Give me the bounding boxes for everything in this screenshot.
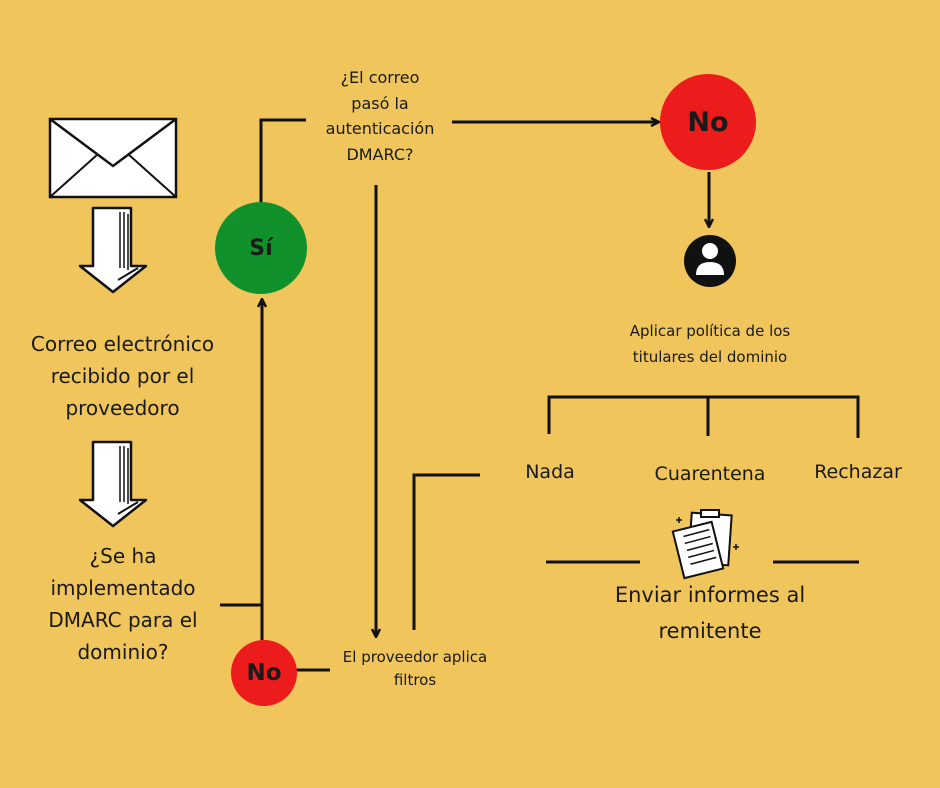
option-none: Nada xyxy=(525,461,575,483)
auth-question: ¿El correo pasó la autenticación DMARC? xyxy=(325,68,435,164)
filters-label: El proveedor aplica filtros xyxy=(342,648,488,690)
option-quarantine: Cuarentena xyxy=(654,463,766,485)
no-circle-top: No xyxy=(660,74,756,170)
no-circle-bottom: No xyxy=(231,640,297,706)
yes-label: Sí xyxy=(249,235,273,261)
hand-drawn-down-arrow-icon xyxy=(78,440,148,528)
apply-policy-label: Aplicar política de los titulares del do… xyxy=(629,322,791,367)
option-reject: Rechazar xyxy=(814,461,902,483)
user-icon xyxy=(684,235,736,287)
received-label: Correo electrónico recibido por el prove… xyxy=(30,332,215,420)
dmarc-implemented-question: ¿Se ha implementado DMARC para el domini… xyxy=(48,544,198,664)
send-reports-label: Enviar informes al remitente xyxy=(614,583,806,643)
no-bottom-label: No xyxy=(246,660,282,686)
no-top-label: No xyxy=(687,106,729,138)
yes-circle: Sí xyxy=(215,202,307,294)
connector-lines xyxy=(220,120,860,672)
envelope-icon xyxy=(48,117,178,199)
documents-icon xyxy=(671,509,739,580)
hand-drawn-down-arrow-icon xyxy=(78,206,148,294)
